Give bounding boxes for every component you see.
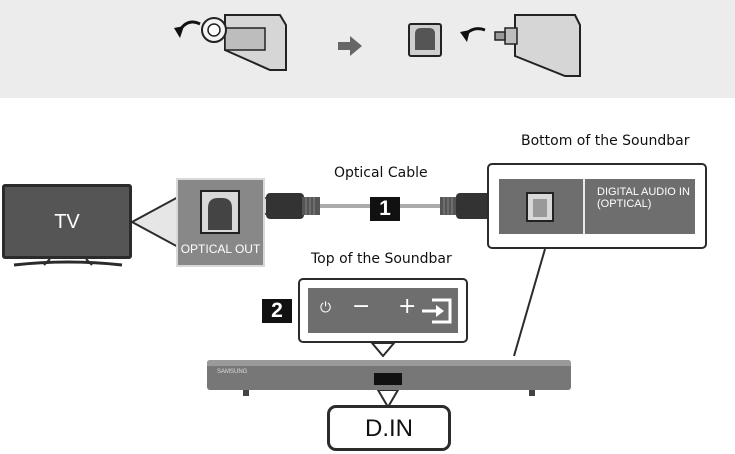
top-callout-wedge — [369, 342, 397, 358]
tv-stand — [13, 258, 123, 267]
soundbar-top-panel: ⏻ − + — [298, 278, 468, 343]
digital-audio-in-port-area: DIGITAL AUDIO IN (OPTICAL) — [499, 179, 695, 234]
cable-label: Optical Cable — [334, 165, 428, 181]
soundbar-brand-logo: SAMSUNG — [217, 369, 248, 375]
din-label: D.IN — [365, 415, 413, 442]
digital-audio-in-label: DIGITAL AUDIO IN (OPTICAL) — [597, 186, 690, 210]
next-step-arrow — [338, 36, 362, 56]
tv-callout-wedge — [129, 194, 181, 250]
connector-with-cap-illustration — [201, 14, 287, 71]
instruction-band — [0, 0, 735, 98]
volume-down-button[interactable]: − — [352, 294, 371, 319]
volume-up-button[interactable]: + — [398, 294, 417, 319]
optical-plug-illustration — [494, 14, 581, 77]
digital-in-port-icon — [526, 192, 554, 222]
optical-out-panel: OPTICAL OUT — [176, 178, 265, 267]
soundbar-bottom-panel: DIGITAL AUDIO IN (OPTICAL) — [487, 163, 707, 249]
top-of-soundbar-label: Top of the Soundbar — [311, 251, 452, 267]
soundbar-body: SAMSUNG — [207, 360, 571, 390]
bottom-callout-line — [513, 248, 546, 357]
optical-out-port-icon — [200, 190, 240, 234]
tv-screen: TV — [2, 184, 132, 259]
source-button-icon[interactable] — [420, 297, 454, 325]
step-2-badge: 2 — [262, 299, 292, 323]
din-callout-wedge — [376, 389, 400, 409]
optical-port-illustration — [408, 23, 442, 57]
step-1-badge: 1 — [370, 197, 400, 221]
soundbar-top-edge — [207, 360, 571, 366]
tv-label: TV — [54, 211, 80, 233]
power-button[interactable]: ⏻ — [320, 300, 332, 316]
panel-divider — [583, 179, 585, 234]
bottom-of-soundbar-label: Bottom of the Soundbar — [521, 133, 690, 149]
soundbar-display — [374, 373, 402, 385]
din-display-callout: D.IN — [327, 405, 451, 451]
soundbar-button-area: ⏻ − + — [308, 288, 458, 333]
optical-out-label: OPTICAL OUT — [180, 242, 261, 256]
